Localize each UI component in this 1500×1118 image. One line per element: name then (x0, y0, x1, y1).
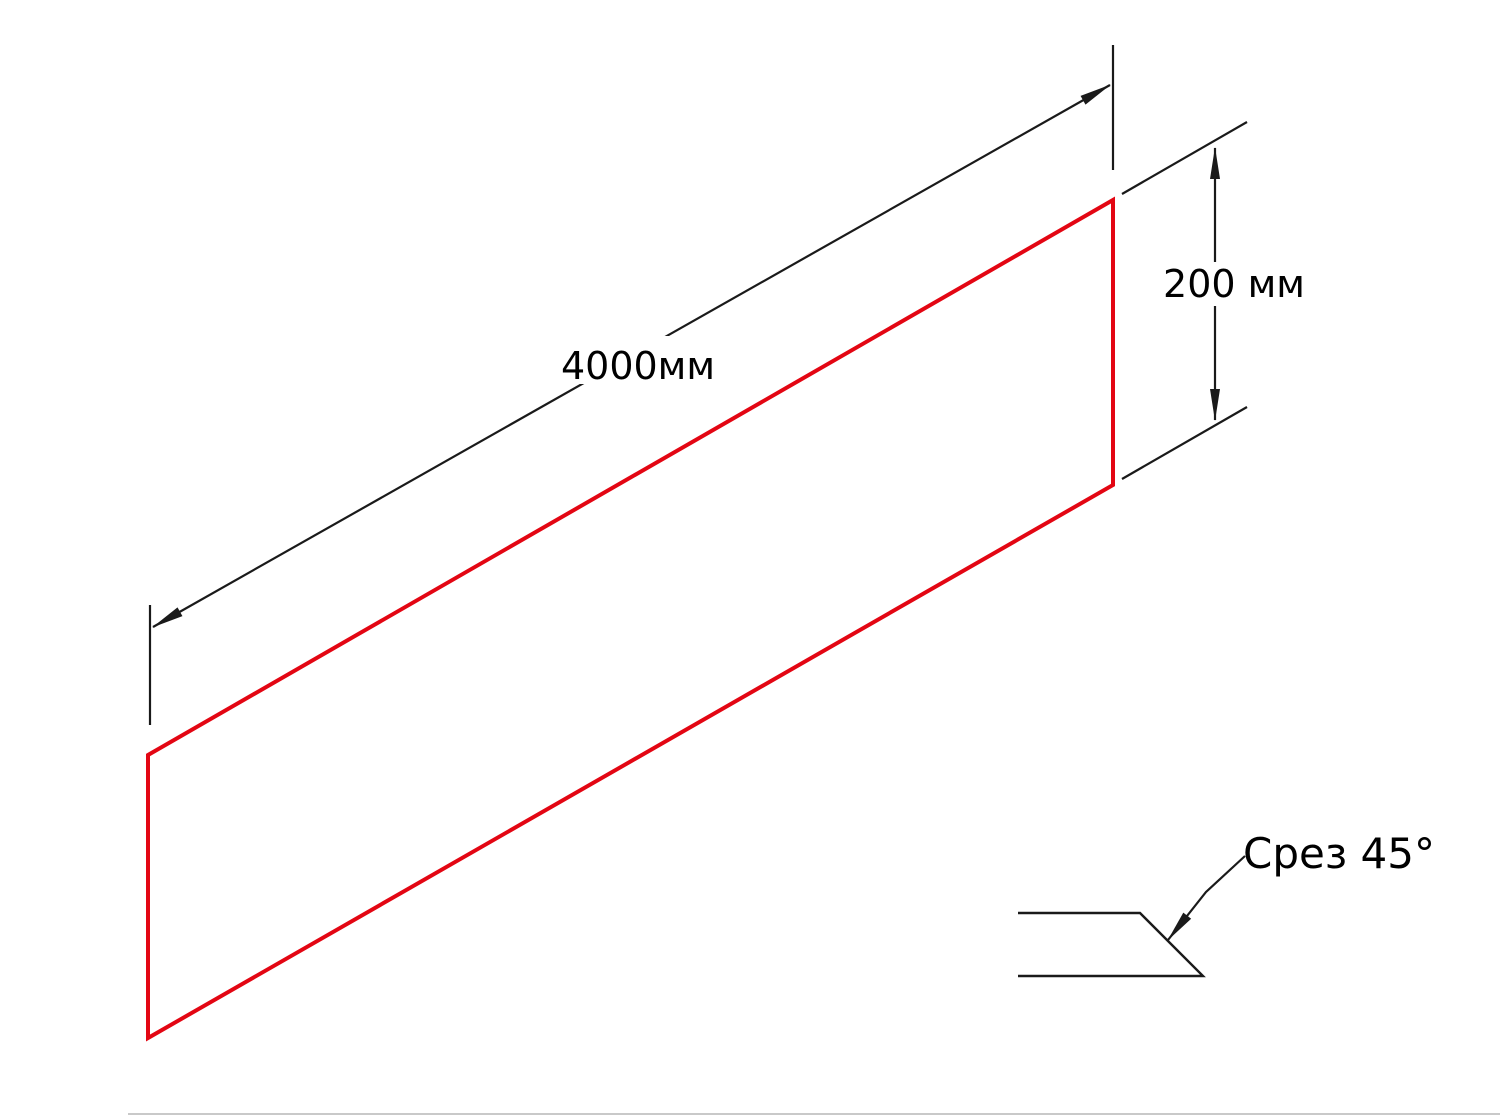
length-dimension-label: 4000мм (561, 344, 715, 388)
height-extension-line-bottom (1121, 406, 1248, 480)
chamfer-detail-profile (1018, 911, 1206, 978)
chamfer-note-label: Срез 45° (1243, 829, 1435, 878)
height-extension-line-top (1121, 121, 1248, 195)
dimension-linework (148, 45, 1248, 978)
length-label-mask (551, 336, 726, 384)
dimension-labels: 4000мм 200 мм Срез 45° (561, 262, 1435, 878)
height-label-mask (1150, 262, 1320, 306)
height-dimension-label: 200 мм (1163, 262, 1305, 306)
chamfer-leader-line (1167, 855, 1246, 941)
panel-outline (146, 196, 1115, 1042)
